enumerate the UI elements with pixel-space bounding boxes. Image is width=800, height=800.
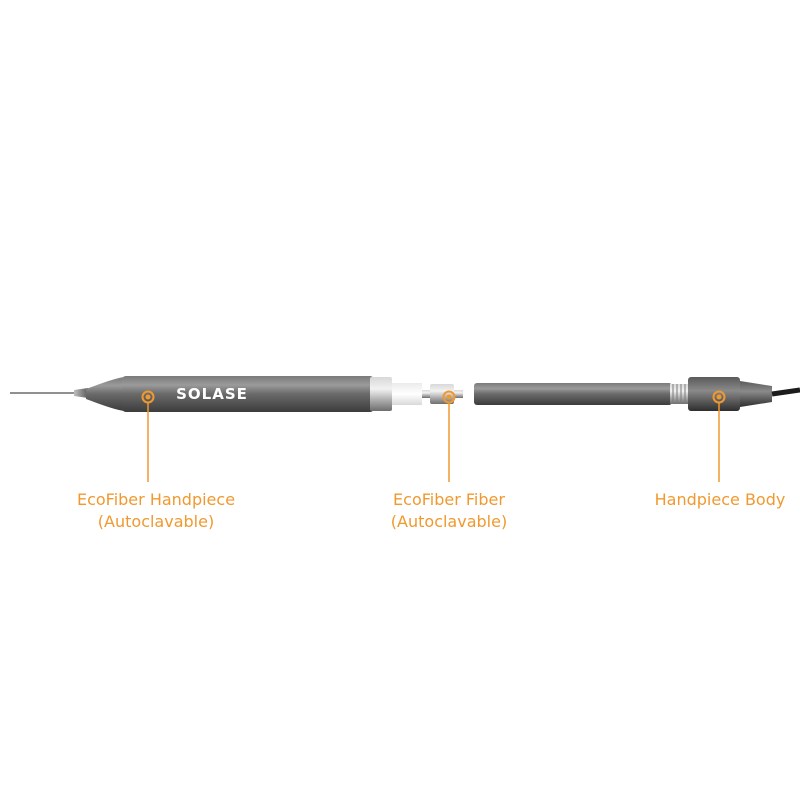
callout-label-line1: EcoFiber Fiber — [393, 490, 505, 509]
handpiece-body-device — [474, 377, 800, 411]
ecofiber-handpiece-device: SOLASE — [10, 376, 392, 412]
callout-label-ecofiber-fiber: EcoFiber Fiber (Autoclavable) — [364, 489, 534, 533]
callout-label-line2: (Autoclavable) — [97, 512, 215, 531]
callout-label-line1: EcoFiber Handpiece — [76, 490, 236, 509]
callout-label-line2: (Autoclavable) — [390, 512, 508, 531]
callout-marker-fiber — [442, 390, 456, 482]
callout-marker-body — [712, 390, 726, 482]
solase-logo: SOLASE — [176, 385, 248, 403]
callout-label-line1: Handpiece Body — [654, 490, 786, 509]
callout-marker-handpiece — [141, 390, 155, 482]
callout-label-handpiece-body: Handpiece Body — [638, 489, 800, 511]
callout-label-ecofiber-handpiece: EcoFiber Handpiece (Autoclavable) — [56, 489, 256, 533]
